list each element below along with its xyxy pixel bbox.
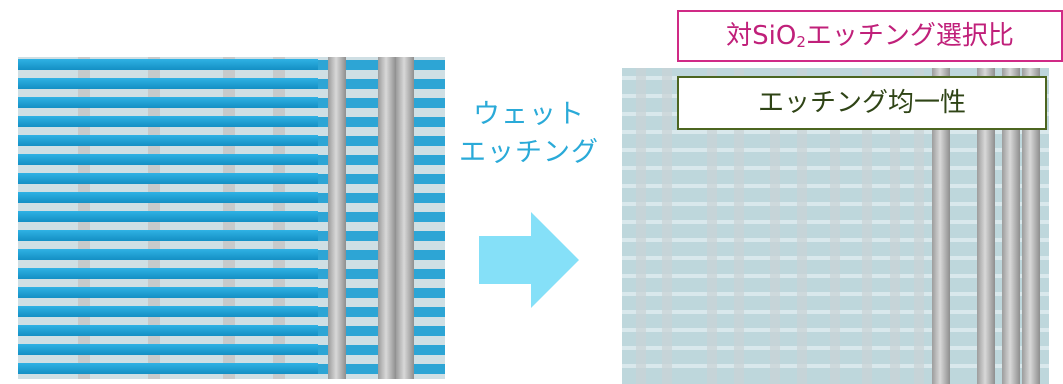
after-back-pillar: [734, 68, 744, 384]
before-etch-stack-image: [18, 57, 445, 379]
nitride-layer: [18, 287, 318, 298]
before-stack-svg: [18, 57, 445, 379]
nitride-layer: [18, 344, 318, 355]
after-back-pillar: [707, 68, 717, 384]
after-back-pillar: [636, 68, 646, 384]
after-back-pillar: [797, 68, 807, 384]
right-arrow-icon: [479, 212, 579, 308]
after-back-pillar: [830, 68, 840, 384]
after-back-pillar: [890, 68, 900, 384]
after-back-pillar: [914, 68, 924, 384]
after-front-pillar: [1002, 68, 1020, 384]
arrow-shape: [479, 212, 579, 308]
after-back-pillar: [662, 68, 672, 384]
front-pillar: [328, 57, 346, 379]
nitride-layer: [18, 154, 318, 165]
front-pillar: [396, 57, 414, 379]
after-front-pillar: [1022, 68, 1040, 384]
after-pillars: [636, 68, 1040, 384]
tag-selectivity-subscript: 2: [796, 33, 806, 51]
after-back-pillar: [770, 68, 780, 384]
tag-selectivity-suffix: エッチング選択比: [805, 21, 1014, 51]
nitride-layer: [18, 192, 318, 203]
nitride-layer: [18, 59, 318, 70]
sio2-selectivity-tag: 対SiO2エッチング選択比: [677, 10, 1063, 62]
after-back-pillar: [862, 68, 872, 384]
etch-uniformity-tag: エッチング均一性: [677, 76, 1047, 130]
nitride-layer: [18, 135, 318, 146]
front-pillar: [378, 57, 396, 379]
nitride-layer: [18, 116, 318, 127]
nitride-layer: [18, 363, 318, 374]
nitride-layer: [18, 249, 318, 260]
tag-selectivity-prefix: 対SiO: [726, 21, 797, 51]
after-front-pillar: [932, 68, 950, 384]
process-label-line2: エッチング: [459, 137, 599, 168]
nitride-layer: [18, 173, 318, 184]
front-pillars: [328, 57, 414, 379]
nitride-layer: [18, 306, 318, 317]
nitride-layer: [18, 325, 318, 336]
after-front-pillar: [977, 68, 995, 384]
nitride-layer: [18, 230, 318, 241]
nitride-layer: [18, 78, 318, 89]
nitride-layer: [18, 211, 318, 222]
nitride-layer: [18, 268, 318, 279]
nitride-layer: [18, 97, 318, 108]
process-label-line1: ウェット: [473, 99, 585, 130]
